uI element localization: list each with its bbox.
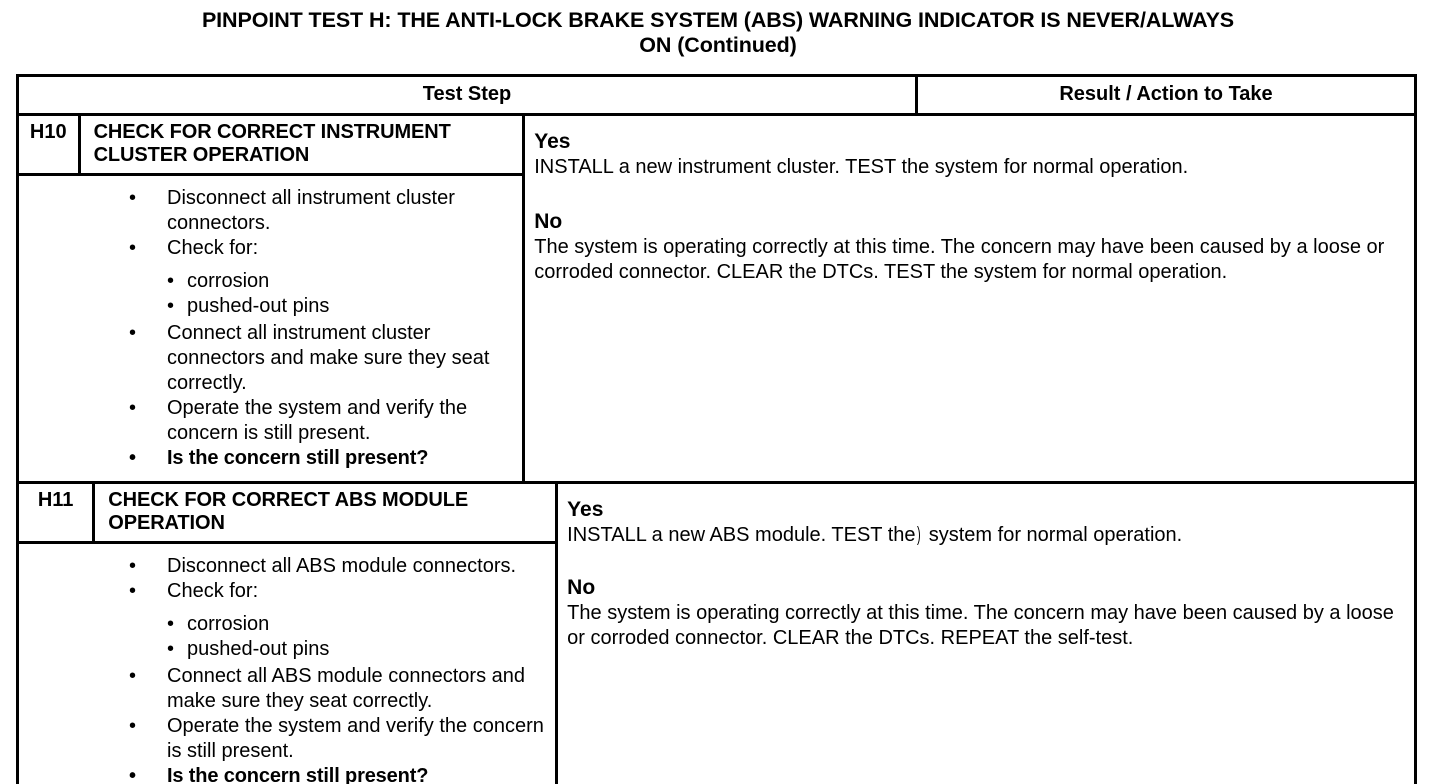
step-bullet-list-h11: • Disconnect all ABS module connectors. …: [19, 554, 547, 604]
list-item-label: Disconnect all instrument cluster connec…: [167, 187, 455, 234]
result-no-label-h10: No: [534, 210, 563, 233]
list-item: • corrosion: [19, 269, 514, 294]
list-item-question: • Is the concern still present?: [19, 764, 547, 784]
page-title: PINPOINT TEST H: THE ANTI-LOCK BRAKE SYS…: [18, 8, 1418, 58]
list-item: • pushed-out pins: [19, 637, 547, 662]
step-heading-h11: H11 CHECK FOR CORRECT ABS MODULE OPERATI…: [19, 484, 556, 544]
step-bullet-list-h10: • Disconnect all instrument cluster conn…: [19, 186, 514, 261]
step-bullet-list-h11-cont: • Connect all ABS module connectors and …: [19, 664, 547, 784]
list-item: • Connect all instrument cluster connect…: [19, 321, 514, 396]
result-yes-label-h10: Yes: [534, 130, 571, 153]
result-action-cell-h10: Yes INSTALL a new instrument cluster. TE…: [522, 116, 1414, 481]
bullet-icon: •: [129, 397, 137, 419]
list-item: • Check for:: [19, 236, 514, 261]
list-item: • Operate the system and verify the conc…: [19, 714, 547, 764]
bullet-icon: •: [129, 580, 137, 602]
question-label: Is the concern still present?: [167, 447, 429, 469]
result-spacer: [534, 180, 1404, 208]
bullet-icon: •: [129, 187, 137, 209]
bullet-icon: •: [129, 237, 137, 259]
column-header-test-step: Test Step: [422, 83, 512, 105]
result-action-cell-h11: Yes INSTALL a new ABS module. TEST the) …: [555, 484, 1414, 784]
list-item: • pushed-out pins: [19, 294, 514, 319]
step-title-h11: CHECK FOR CORRECT ABS MODULE OPERATION: [108, 489, 469, 534]
step-body-h10: • Disconnect all instrument cluster conn…: [19, 176, 522, 481]
bullet-icon: •: [129, 555, 137, 577]
result-yes-label-h11: Yes: [567, 498, 604, 521]
list-item-question: • Is the concern still present?: [19, 446, 514, 471]
step-title-h10: CHECK FOR CORRECT INSTRUMENT CLUSTER OPE…: [93, 121, 451, 166]
bullet-icon: •: [129, 715, 137, 737]
list-item-label: Operate the system and verify the concer…: [167, 397, 468, 444]
pinpoint-test-table: Test Step Result / Action to Take H10 CH…: [16, 74, 1417, 784]
result-yes-text-h11-part1: INSTALL a new ABS module. TEST the: [567, 524, 916, 546]
list-item-label: Connect all instrument cluster connector…: [167, 322, 490, 394]
result-yes-text-h11-part2: system for normal operation.: [928, 524, 1183, 546]
list-item: • Operate the system and verify the conc…: [19, 396, 514, 446]
list-item-label: corrosion: [187, 613, 270, 635]
bullet-icon: •: [167, 295, 175, 317]
bullet-icon: •: [129, 447, 136, 469]
list-item-label: pushed-out pins: [187, 638, 330, 660]
step-id-h10: H10: [19, 116, 81, 173]
list-item: • corrosion: [19, 612, 547, 637]
bullet-icon: •: [129, 665, 137, 687]
page-title-line1: PINPOINT TEST H: THE ANTI-LOCK BRAKE SYS…: [201, 8, 1235, 32]
list-item-label: pushed-out pins: [187, 295, 330, 317]
result-no-text-h11: The system is operating correctly at thi…: [567, 602, 1394, 649]
step-body-h11: • Disconnect all ABS module connectors. …: [19, 544, 555, 784]
result-yes-text-h11: INSTALL a new ABS module. TEST the) syst…: [567, 523, 1404, 548]
test-step-cell-h11: H11 CHECK FOR CORRECT ABS MODULE OPERATI…: [19, 484, 556, 784]
list-item: • Connect all ABS module connectors and …: [19, 664, 547, 714]
scan-artifact-glyph: ): [916, 524, 921, 546]
step-sub-bullet-list-h10: • corrosion • pushed-out pins: [19, 269, 514, 319]
bullet-icon: •: [167, 270, 175, 292]
page-title-line2: ON (Continued): [639, 33, 797, 57]
bullet-icon: •: [129, 322, 137, 344]
bullet-icon: •: [167, 613, 175, 635]
table-header-row: Test Step Result / Action to Take: [19, 77, 1414, 116]
result-no-label-h11: No: [567, 576, 596, 599]
result-no-text-h10: The system is operating correctly at thi…: [534, 236, 1385, 283]
list-item-label: Connect all ABS module connectors and ma…: [167, 665, 525, 712]
table-row: H10 CHECK FOR CORRECT INSTRUMENT CLUSTER…: [19, 116, 1414, 484]
list-item: • Check for:: [19, 579, 547, 604]
list-item: • Disconnect all ABS module connectors.: [19, 554, 547, 579]
step-heading-h10: H10 CHECK FOR CORRECT INSTRUMENT CLUSTER…: [19, 116, 523, 176]
list-item-label: corrosion: [187, 270, 270, 292]
list-item-label: Operate the system and verify the concer…: [167, 715, 544, 762]
step-sub-bullet-list-h11: • corrosion • pushed-out pins: [19, 612, 547, 662]
list-item-label: Disconnect all ABS module connectors.: [167, 555, 517, 577]
column-header-result-action: Result / Action to Take: [915, 77, 1414, 113]
bullet-icon: •: [167, 638, 175, 660]
list-item-label: Check for:: [167, 237, 259, 259]
bullet-icon: •: [129, 765, 136, 784]
step-id-h11: H11: [19, 484, 96, 541]
result-spacer: [567, 548, 1404, 574]
list-item: • Disconnect all instrument cluster conn…: [19, 186, 514, 236]
result-yes-text-h10: INSTALL a new instrument cluster. TEST t…: [534, 156, 1189, 178]
question-label: Is the concern still present?: [167, 765, 429, 784]
list-item-label: Check for:: [167, 580, 259, 602]
table-row: H11 CHECK FOR CORRECT ABS MODULE OPERATI…: [19, 484, 1414, 784]
step-bullet-list-h10-cont: • Connect all instrument cluster connect…: [19, 321, 514, 471]
test-step-cell-h10: H10 CHECK FOR CORRECT INSTRUMENT CLUSTER…: [19, 116, 523, 481]
